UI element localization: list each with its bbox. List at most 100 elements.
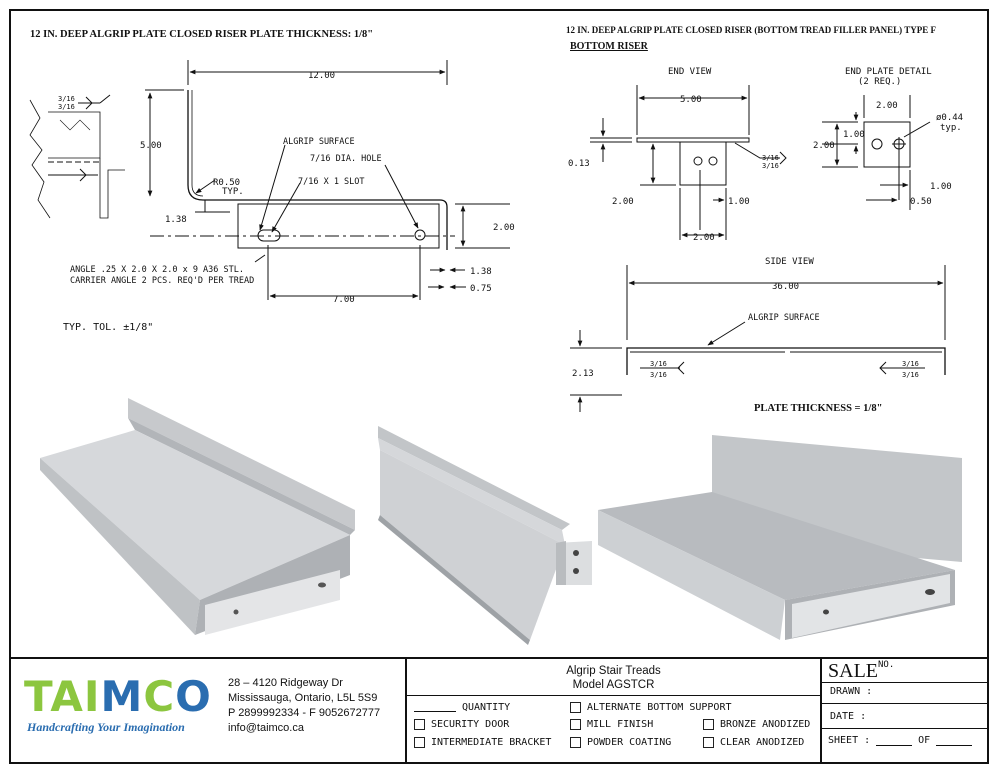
product-name: Algrip Stair Treads Model AGSTCR: [407, 664, 820, 692]
riser-profile: [187, 90, 448, 250]
checkbox[interactable]: [570, 737, 581, 748]
end-view-hole-offset: 1.00: [728, 197, 750, 207]
right-drawing-subtitle: BOTTOM RISER: [570, 41, 648, 52]
checkbox[interactable]: [570, 702, 581, 713]
note-tolerance: TYP. TOL. ±1/8": [63, 322, 153, 333]
side-view-surface: ALGRIP SURFACE: [748, 313, 820, 323]
company-logo: TAIMCO: [24, 672, 212, 721]
side-view-profile: [626, 347, 946, 375]
date-label: DATE :: [830, 711, 867, 722]
end-plate-width: 2.00: [876, 101, 898, 111]
company-email: info@taimco.ca: [228, 722, 304, 734]
weld-b: 3/16: [58, 103, 75, 111]
checkbox[interactable]: [414, 737, 425, 748]
dim-radius: R0.50: [213, 178, 240, 188]
side-view-label: SIDE VIEW: [765, 257, 814, 267]
checkbox[interactable]: [570, 719, 581, 730]
sheet-field[interactable]: SHEET : OF: [828, 735, 973, 746]
dim-slot-spacing: 7.00: [333, 295, 355, 305]
option-alternate-bottom-support[interactable]: ALTERNATE BOTTOM SUPPORT: [570, 702, 732, 713]
end-view-bottom-width: 2.00: [693, 233, 715, 243]
side-weld-d: 3/16: [902, 371, 919, 379]
of-label: OF: [918, 735, 931, 746]
drawn-label: DRAWN :: [830, 686, 873, 697]
company-address: 28 – 4120 Ridgeway Dr Mississauga, Ontar…: [228, 676, 380, 736]
dim-right-offset: 1.38: [470, 267, 492, 277]
note-angle-1: ANGLE .25 X 2.0 X 2.0 x 9 A36 STL.: [70, 265, 244, 275]
product-photos: [40, 398, 962, 645]
company-phone: P 2899992334 - F 9052672777: [228, 707, 381, 719]
end-view-width: 5.00: [680, 95, 702, 105]
end-plate-rect: [863, 121, 911, 168]
checkbox[interactable]: [703, 719, 714, 730]
dim-bottom-offset: 0.75: [470, 284, 492, 294]
end-plate-right-offset: 1.00: [930, 182, 952, 192]
dim-height: 5.00: [140, 141, 162, 151]
title-block: [9, 657, 989, 764]
company-tagline: Handcrafting Your Imagination: [27, 720, 185, 734]
product-photo-tread-1: [40, 398, 355, 635]
end-view-weld-b: 3/16: [762, 162, 779, 170]
note-hole: 7/16 DIA. HOLE: [310, 154, 382, 164]
checkbox[interactable]: [703, 737, 714, 748]
left-drawing-title: 12 IN. DEEP ALGRIP PLATE CLOSED RISER PL…: [30, 29, 374, 40]
end-plate-hole-note: typ.: [940, 123, 962, 133]
end-plate-height: 2.00: [813, 141, 835, 151]
product-photo-tread-2: [598, 435, 962, 640]
address-line-1: 28 – 4120 Ridgeway Dr: [228, 677, 343, 689]
slot-shape: [257, 229, 281, 242]
end-view-weld-a: 3/16: [762, 154, 779, 162]
side-view-length: 36.00: [772, 282, 799, 292]
sale-label: SALE: [828, 660, 878, 682]
weld-a: 3/16: [58, 95, 75, 103]
side-weld-b: 3/16: [650, 371, 667, 379]
product-line-2: Model AGSTCR: [572, 679, 655, 691]
option-powder-coating[interactable]: POWDER COATING: [570, 737, 671, 748]
note-angle-2: CARRIER ANGLE 2 PCS. REQ'D PER TREAD: [70, 276, 254, 286]
sheet-total-blank[interactable]: [936, 737, 973, 746]
technical-drawings: 12.00 5.00 R0.50 TYP. 1.38 2.00 1.38 0.7…: [29, 60, 963, 412]
option-security-door[interactable]: SECURITY DOOR: [414, 719, 509, 730]
product-line-1: Algrip Stair Treads: [566, 665, 661, 677]
date-divider: [822, 728, 989, 729]
checkbox[interactable]: [414, 719, 425, 730]
end-plate-hole-dia: ø0.44: [936, 113, 963, 123]
carrier-angle: [237, 203, 440, 249]
end-view-bracket: [679, 141, 727, 186]
side-view-height: 2.13: [572, 369, 594, 379]
end-view-label: END VIEW: [668, 67, 712, 77]
title-block-divider-2: [820, 657, 822, 764]
dim-left-offset: 1.38: [165, 215, 187, 225]
hole-shape: [414, 229, 426, 241]
option-clear-anodized[interactable]: CLEAR ANODIZED: [703, 737, 804, 748]
drawn-divider: [822, 703, 989, 704]
dim-radius-note: TYP.: [222, 187, 244, 197]
dim-right-height: 2.00: [493, 223, 515, 233]
quantity-label: QUANTITY: [462, 702, 511, 713]
title-block-divider-1: [405, 657, 407, 764]
sale-no-label: NO.: [878, 660, 895, 670]
sale-field: SALENO.: [828, 660, 894, 683]
option-mill-finish[interactable]: MILL FINISH: [570, 719, 653, 730]
end-plate-top-offset: 1.00: [843, 130, 865, 140]
address-line-2: Mississauga, Ontario, L5L 5S9: [228, 692, 378, 704]
dim-width: 12.00: [308, 71, 335, 81]
option-bronze-anodized[interactable]: BRONZE ANODIZED: [703, 719, 810, 730]
sheet-number-blank[interactable]: [876, 737, 913, 746]
product-photo-riser: [378, 426, 592, 645]
end-plate-bottom-offset: 0.50: [910, 197, 932, 207]
right-drawing-title: 12 IN. DEEP ALGRIP PLATE CLOSED RISER (B…: [566, 25, 936, 35]
note-surface: ALGRIP SURFACE: [283, 137, 355, 147]
plate-thickness-note: PLATE THICKNESS = 1/8": [754, 403, 883, 414]
side-weld-c: 3/16: [902, 360, 919, 368]
end-plate-label-2: (2 REQ.): [858, 77, 901, 87]
end-plate-label-1: END PLATE DETAIL: [845, 67, 932, 77]
drawing-frame: [9, 9, 989, 764]
product-divider: [407, 695, 820, 696]
sheet-label: SHEET :: [828, 735, 871, 746]
sale-divider: [822, 682, 989, 683]
note-slot: 7/16 X 1 SLOT: [298, 177, 365, 187]
option-intermediate-bracket[interactable]: INTERMEDIATE BRACKET: [414, 737, 551, 748]
end-view-left-height: 2.00: [612, 197, 634, 207]
quantity-field[interactable]: QUANTITY: [414, 702, 510, 713]
